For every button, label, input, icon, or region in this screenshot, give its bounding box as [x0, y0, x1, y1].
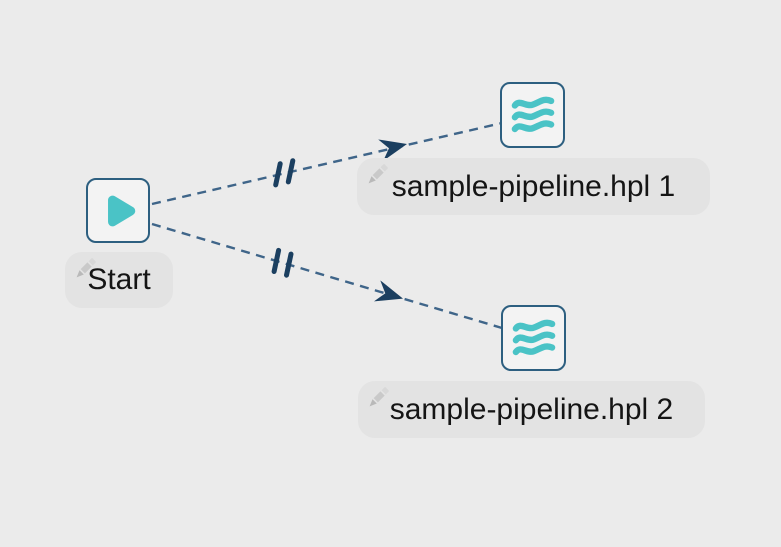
node-start[interactable]: [86, 178, 150, 243]
hop-start-to-pipeline-1[interactable]: [151, 121, 503, 206]
parallel-indicator-icon: [271, 247, 294, 278]
pipeline-waves-icon: [512, 319, 555, 356]
node-pipeline-2[interactable]: [501, 305, 566, 371]
edit-pencil-icon: [369, 387, 389, 407]
parallel-indicator-icon: [273, 158, 296, 188]
hop-start-to-pipeline-2[interactable]: [151, 222, 503, 330]
node-label: Start: [87, 263, 151, 296]
hop-arrowhead-icon: [378, 139, 407, 161]
node-label: sample-pipeline.hpl 1: [391, 169, 676, 203]
edit-pencil-icon: [368, 164, 388, 184]
play-icon: [108, 195, 136, 226]
node-pipeline-2-label-pill[interactable]: sample-pipeline.hpl 2: [358, 381, 705, 438]
node-label: sample-pipeline.hpl 2: [389, 392, 674, 426]
edit-pencil-icon: [76, 258, 96, 278]
hop-arrowhead-icon: [373, 280, 403, 302]
hop-dashed-line[interactable]: [151, 121, 503, 206]
hop-dashed-line[interactable]: [151, 222, 503, 330]
node-pipeline-1-label-pill[interactable]: sample-pipeline.hpl 1: [357, 158, 710, 215]
node-pipeline-1[interactable]: [500, 82, 565, 148]
node-start-label-pill[interactable]: Start: [65, 252, 173, 308]
pipeline-waves-icon: [511, 96, 554, 133]
